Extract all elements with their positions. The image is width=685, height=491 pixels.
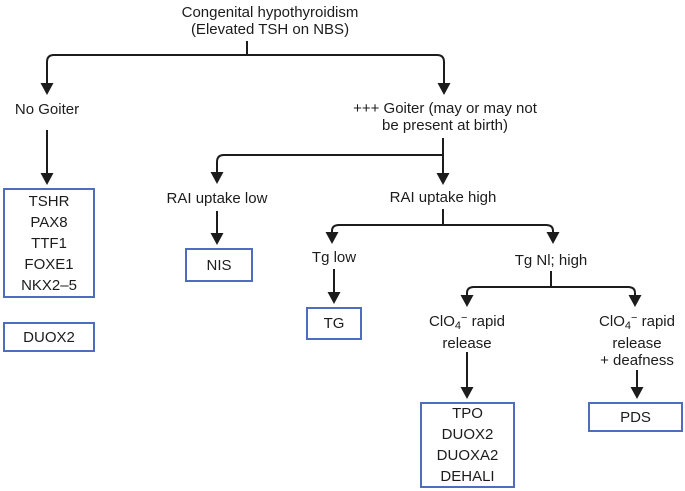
- page-title: Congenital hypothyroidism (Elevated TSH …: [95, 4, 445, 38]
- gene-nkx2-5: NKX2–5: [21, 276, 77, 294]
- label-no-goiter: No Goiter: [14, 101, 80, 118]
- gene-nis: NIS: [206, 256, 232, 274]
- gene-foxe1: FOXE1: [24, 255, 74, 273]
- edge-to-tg-nl-high: [443, 224, 560, 244]
- label-clo4-right-line2: release: [612, 335, 662, 352]
- gene-dehali: DEHALI: [440, 468, 495, 485]
- label-goiter-line2: be present at birth): [382, 117, 508, 134]
- clo4-superscript-minus: −: [631, 312, 638, 324]
- gene-box-duox2: DUOX2: [3, 322, 95, 352]
- clo4-superscript-minus: −: [461, 312, 468, 324]
- edge-to-rai-low: [210, 154, 443, 184]
- edge-to-clo4-deafness: [551, 286, 642, 307]
- edge-to-tg-low: [325, 224, 443, 244]
- gene-tshr: TSHR: [28, 192, 70, 210]
- clo4-subscript: 4: [624, 320, 631, 332]
- gene-box-tg: TG: [306, 307, 362, 340]
- gene-tg: TG: [323, 315, 345, 332]
- label-clo4-rapid-release-deafness: ClO4− rapid release + deafness: [572, 310, 685, 369]
- edge-to-clo4-release: [460, 286, 551, 307]
- label-clo4-left-line2: release: [442, 335, 492, 352]
- clo4-subscript: 4: [454, 320, 461, 332]
- label-goiter: +++ Goiter (may or may not be present at…: [319, 100, 571, 134]
- label-clo4-rapid-release: ClO4− rapid release: [402, 310, 532, 352]
- gene-box-pds: PDS: [588, 402, 683, 432]
- gene-duox2: DUOX2: [23, 328, 75, 346]
- edge-to-goiter: [247, 54, 451, 95]
- label-goiter-line1: +++ Goiter (may or may not: [353, 100, 537, 117]
- gene-box-no-goiter: TSHR PAX8 TTF1 FOXE1 NKX2–5: [3, 188, 95, 298]
- label-rai-uptake-high: RAI uptake high: [389, 189, 497, 206]
- label-clo4-right-line1: ClO4− rapid: [599, 312, 675, 332]
- gene-box-goiter-genes: TPO DUOX2 DUOXA2 DEHALI: [420, 402, 515, 488]
- gene-duoxa2: DUOXA2: [436, 447, 499, 464]
- label-clo4-left-line1: ClO4− rapid: [429, 312, 505, 332]
- title-line1: Congenital hypothyroidism: [181, 4, 359, 21]
- label-tg-nl-high: Tg Nl; high: [514, 252, 588, 269]
- gene-ttf1: TTF1: [31, 234, 67, 252]
- gene-pax8: PAX8: [30, 213, 68, 231]
- label-rai-uptake-low: RAI uptake low: [166, 190, 268, 207]
- label-clo4-right-line3: + deafness: [600, 352, 674, 369]
- gene-box-nis: NIS: [185, 248, 253, 282]
- label-tg-low: Tg low: [311, 249, 357, 266]
- gene-pds: PDS: [620, 408, 651, 426]
- gene-tpo: TPO: [452, 405, 483, 422]
- title-line2: (Elevated TSH on NBS): [190, 21, 350, 38]
- gene-duox2: DUOX2: [441, 426, 494, 443]
- edge-to-no-goiter: [40, 54, 247, 95]
